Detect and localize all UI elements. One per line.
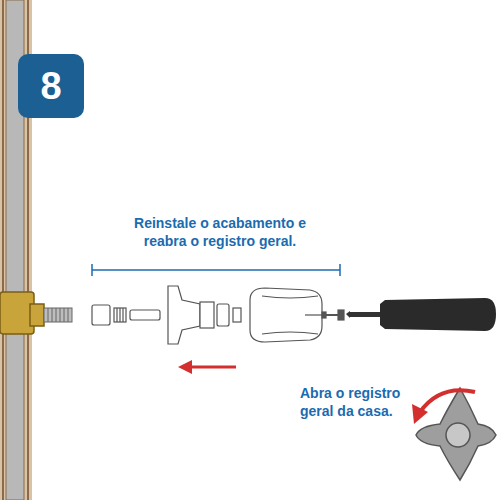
screwdriver [346,298,496,331]
bracket [92,264,340,276]
instruction-text: Abra o registro geral da casa. [300,384,412,420]
parts [92,286,344,344]
instruction-text: Reinstale o acabamento e reabra o regist… [120,214,320,250]
valve-body [0,292,34,334]
direction-arrow [178,360,236,374]
step-number: 8 [40,65,61,108]
cross-handle [412,388,496,480]
step-badge: 8 [18,54,84,118]
